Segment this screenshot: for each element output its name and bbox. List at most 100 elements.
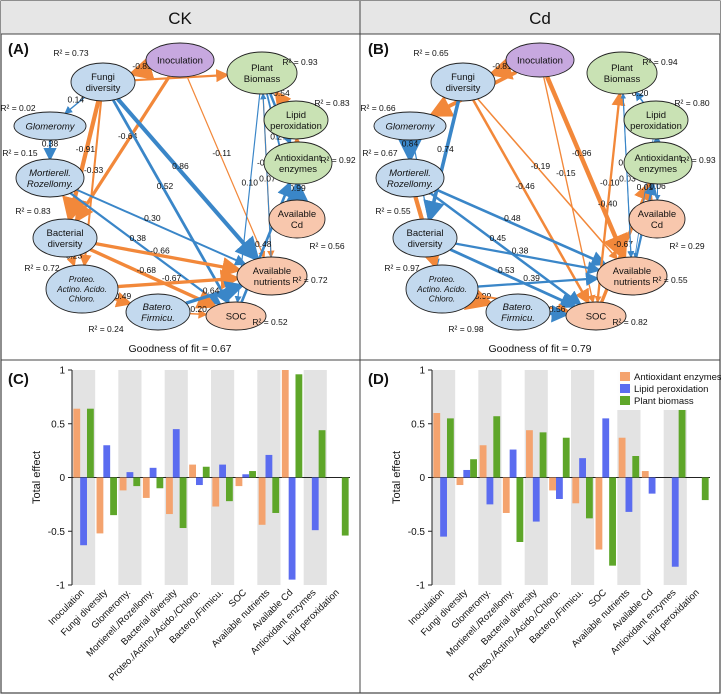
header-cd: Cd [529, 9, 551, 28]
path-arrow [545, 75, 628, 262]
bar [149, 467, 157, 478]
r2-label: R² = 0.97 [384, 263, 419, 273]
bar [572, 477, 580, 504]
r2-label: R² = 0.83 [314, 98, 349, 108]
bar [142, 477, 150, 498]
node-lipid [263, 100, 329, 140]
y-tick-label: -0.5 [48, 527, 66, 538]
bar [103, 445, 111, 478]
node-label: Biomass [604, 74, 641, 85]
bar [133, 477, 141, 487]
path-arrow [423, 100, 461, 223]
y-tick-label: 0 [59, 473, 65, 484]
path-coefficient: 0.01 [637, 182, 654, 192]
path-arrow [69, 192, 222, 306]
legend-swatch [620, 396, 630, 405]
node-label: Antioxidant [634, 153, 681, 164]
node-proteo [45, 264, 119, 314]
node-label: Proteo. [69, 275, 95, 284]
node-label: peroxidation [630, 121, 682, 132]
bar [493, 416, 501, 478]
bar [202, 466, 210, 478]
bar [258, 477, 266, 525]
r2-label: R² = 0.52 [252, 317, 287, 327]
goodness-of-fit: Goodness of fit = 0.67 [128, 343, 231, 355]
node-label: Cd [651, 220, 663, 231]
bar [189, 464, 197, 478]
path-arrow [114, 291, 133, 308]
path-coefficient: 0.14 [68, 95, 85, 105]
bar [295, 374, 303, 478]
bar [86, 408, 94, 478]
path-coefficient: -0.66 [150, 245, 170, 255]
path-coefficient: -0.20 [188, 304, 208, 314]
y-tick-label: 0.5 [411, 419, 425, 430]
path-coefficient: -0.91 [76, 144, 96, 154]
bar [172, 429, 180, 478]
node-label: Batero. [143, 302, 174, 313]
r2-label: R² = 0.66 [360, 103, 395, 113]
node-glom [13, 111, 87, 141]
path-arrow [436, 188, 608, 266]
node-label: Inoculation [517, 55, 563, 66]
node-label: Batero. [503, 302, 534, 313]
node-label: Bacterial [47, 228, 84, 239]
path-arrow [112, 99, 230, 305]
r2-label: R² = 0.67 [362, 148, 397, 158]
y-tick-label: 1 [419, 366, 425, 377]
node-plant [226, 51, 298, 95]
bar [272, 477, 280, 513]
node-label: Rozellomy. [27, 179, 73, 190]
path-coefficient: -0.68 [137, 265, 157, 275]
node-avn [596, 256, 668, 296]
bar [456, 477, 464, 486]
bar [265, 454, 273, 478]
path-arrow [274, 89, 292, 109]
path-coefficient: 0.45 [489, 233, 506, 243]
bar [433, 413, 441, 478]
node-fungi [430, 62, 496, 102]
bar [156, 477, 164, 489]
node-label: Biomass [244, 74, 281, 85]
bar [641, 471, 649, 478]
node-lipid [623, 100, 689, 140]
r2-label: R² = 0.29 [669, 241, 704, 251]
r2-label: R² = 0.73 [53, 48, 88, 58]
path-coefficient: 0.06 [649, 181, 666, 191]
bar [73, 408, 81, 478]
path-arrow [117, 269, 241, 290]
path-coefficient: 0.38 [512, 245, 529, 255]
path-arrow [549, 304, 570, 323]
node-mort [375, 158, 445, 198]
bar [341, 477, 349, 536]
node-avcd [628, 199, 686, 239]
path-coefficient: -0.67 [162, 273, 182, 283]
path-coefficient: 0.53 [498, 265, 515, 275]
node-label: Inoculation [157, 55, 203, 66]
bar [556, 477, 563, 499]
node-label: Proteo. [429, 275, 455, 284]
path-coefficient: 0.74 [437, 144, 454, 154]
bar [166, 477, 173, 515]
path-arrow [464, 283, 495, 310]
node-inoc [145, 42, 215, 78]
panel-label: (B) [368, 41, 389, 58]
node-inoc [505, 42, 575, 78]
node-bact [392, 218, 458, 258]
path-arrow [635, 90, 645, 103]
bar [196, 477, 203, 486]
node-label: diversity [86, 83, 121, 94]
node-label: Lipid [646, 110, 666, 121]
path-coefficient: 0.39 [523, 273, 540, 283]
path-arrow [472, 99, 590, 305]
node-label: Glomeromy [25, 121, 75, 132]
r2-label: R² = 0.72 [292, 275, 327, 285]
r2-label: R² = 0.92 [320, 155, 355, 165]
path-coefficient: -0.11 [212, 148, 231, 158]
bar [539, 432, 547, 478]
y-axis-label: Total effect [31, 451, 43, 504]
path-coefficient: -0.96 [572, 148, 592, 158]
legend-label: Plant biomass [634, 396, 694, 407]
